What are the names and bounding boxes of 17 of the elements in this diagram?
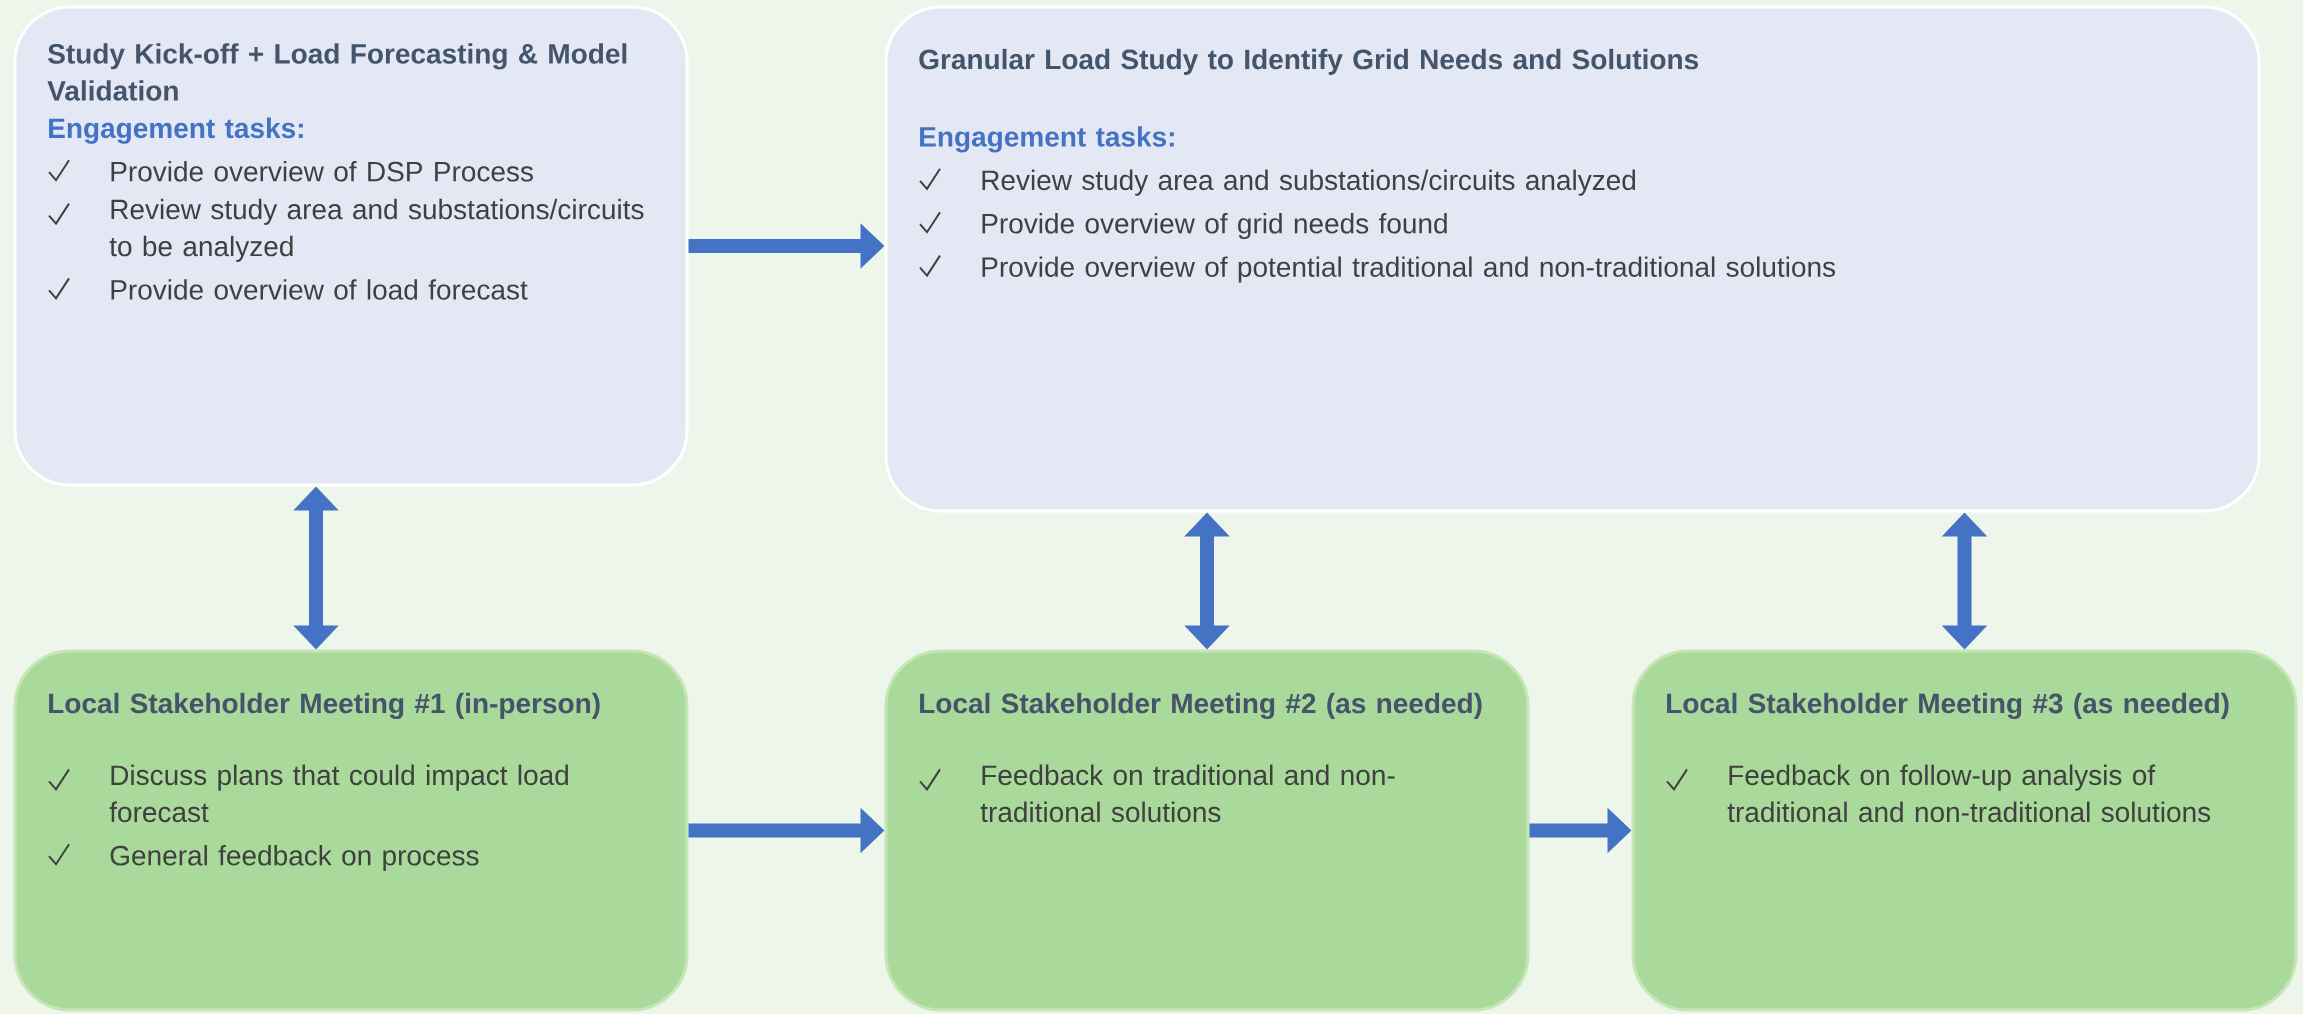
box-heading: Study Kick-off + Load Forecasting & Model Validation bbox=[47, 43, 627, 101]
checklist-item: Provide overview of grid needs found bbox=[982, 213, 1447, 240]
checklist-item: Provide overview of load forecast bbox=[111, 279, 528, 300]
checklist-item: Provide overview of DSP Process bbox=[111, 161, 533, 182]
checklist-item: Review study area and substations/circuits analyzed bbox=[982, 169, 1636, 196]
checklist-item: Feedback on follow-up analysis of traditional and non-traditional solutions bbox=[1727, 764, 2211, 823]
checklist-item: Review study area and substations/circuits to be analyzed bbox=[109, 198, 644, 262]
box-heading: Local Stakeholder Meeting #1 (in-person) bbox=[49, 692, 600, 720]
checklist-item: General feedback on process bbox=[110, 845, 479, 872]
subheading: Engagement tasks: bbox=[920, 126, 1174, 153]
box-heading: Local Stakeholder Meeting #2 (as needed) bbox=[920, 692, 1482, 720]
subheading: Engagement tasks: bbox=[49, 117, 303, 144]
checklist-item: Discuss plans that could impact load forecast bbox=[109, 764, 568, 823]
checklist-item: Feedback on traditional and non-traditional solutions bbox=[980, 764, 1395, 823]
checklist-item: Provide overview of potential traditional and non-traditional solutions bbox=[982, 256, 1836, 283]
box-heading: Granular Load Study to Identify Grid Needs and Solutions bbox=[919, 48, 1699, 75]
box-heading: Local Stakeholder Meeting #3 (as needed) bbox=[1667, 692, 2229, 720]
